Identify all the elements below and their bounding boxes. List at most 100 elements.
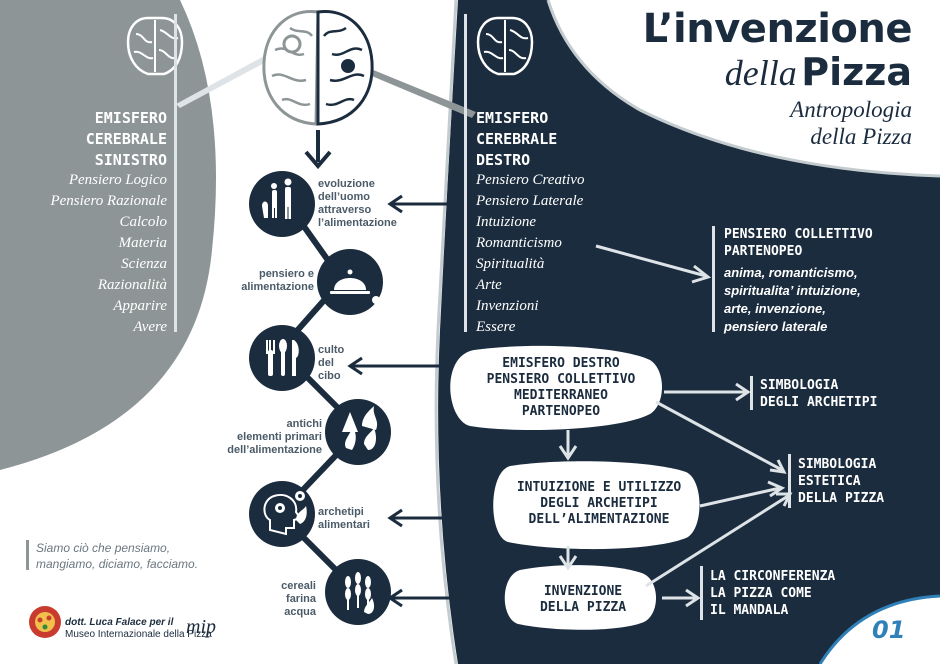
stage-label-line: acqua (284, 606, 316, 618)
list-item: Pensiero Logico (68, 172, 167, 188)
right-heading-line: CEREBRALE (476, 130, 558, 148)
collettivo-title-line: PARTENOPEO (724, 244, 803, 259)
subtitle-line1: Antropologia (790, 97, 912, 122)
stage-label-line: attraverso (318, 204, 372, 216)
stage-label-line: antichi (286, 418, 322, 430)
stage-circle-2 (317, 249, 383, 315)
collettivo-title: PENSIERO COLLETTIVO PARTENOPEO (724, 226, 924, 260)
bubble-line: INVENZIONE (543, 584, 623, 599)
collettivo-title-line: PENSIERO COLLETTIVO (724, 227, 873, 242)
stage-label-2: pensiero e alimentazione (214, 268, 314, 294)
title-line1: L’invenzione (642, 6, 913, 52)
bubble-line: DEGLI ARCHETIPI (540, 496, 658, 511)
stage-label-line: dell’uomo (318, 191, 370, 203)
stage-label-line: alimentari (318, 519, 370, 531)
stage-label-5: archetipi alimentari (318, 506, 398, 532)
stage-label-1: evoluzione dell’uomo attraverso l’alimen… (318, 178, 418, 230)
stage-label-line: elementi primari (237, 431, 322, 443)
list-item: Avere (133, 319, 167, 335)
credit-museum: Museo Internazionale della Pizza (65, 629, 212, 640)
bubble-3-text: INVENZIONE DELLA PIZZA (508, 584, 658, 616)
title-line2-bold: Pizza (801, 50, 912, 94)
concept-circonferenza: LA CIRCONFERENZA LA PIZZA COME IL MANDAL… (710, 568, 835, 619)
concept-simbologia-archetipi: SIMBOLOGIA DEGLI ARCHETIPI (760, 377, 877, 411)
down-arrow-icon (304, 130, 332, 170)
title-line2: della Pizza (725, 50, 912, 94)
left-hemisphere-list: Pensiero Logico Pensiero Razionale Calco… (0, 170, 167, 338)
concept-line: ESTETICA (798, 474, 861, 489)
page-number-cap (820, 596, 940, 664)
concept-line: LA PIZZA COME (710, 586, 812, 601)
list-item: Scienza (121, 256, 167, 272)
concept-line: LA CIRCONFERENZA (710, 569, 836, 584)
bubble-2-text: INTUIZIONE E UTILIZZO DEGLI ARCHETIPI DE… (494, 480, 704, 528)
stage-circle-5 (249, 481, 315, 547)
subtitle-line2: della Pizza (810, 124, 912, 149)
right-hemisphere-list: Pensiero Creativo Pensiero Laterale Intu… (476, 170, 646, 338)
concept-line: DEGLI ARCHETIPI (760, 395, 878, 410)
bubble-line: EMISFERO DESTRO (502, 356, 620, 371)
concept-line: DELLA PIZZA (798, 491, 885, 506)
quote: Siamo ciò che pensiamo, mangiamo, diciam… (36, 540, 246, 572)
credit: dott. Luca Falace per il Museo Internazi… (65, 617, 212, 641)
collettivo-text-line: spiritualita’ intuizione, (724, 283, 861, 298)
right-heading-line: DESTRO (476, 151, 531, 169)
list-item: Pensiero Razionale (50, 193, 167, 209)
collettivo-text: anima, romanticismo, spiritualita’ intui… (724, 264, 924, 336)
concept-simbologia-estetica: SIMBOLOGIA ESTETICA DELLA PIZZA (798, 456, 884, 507)
wheat-icon (345, 572, 375, 614)
stage-circle-3 (249, 325, 315, 391)
right-hemisphere-heading: EMISFERO CEREBRALE DESTRO (476, 108, 646, 171)
collettivo-text-line: arte, invenzione, (724, 301, 826, 316)
title-cap (548, 0, 940, 176)
stage-label-line: evoluzione (318, 178, 375, 190)
collettivo-text-line: anima, romanticismo, (724, 265, 858, 280)
stage-label-line: farina (286, 593, 316, 605)
association-logo (29, 606, 61, 638)
concept-line: SIMBOLOGIA (760, 378, 839, 393)
human-evolution-icon (262, 178, 292, 219)
credit-author: dott. Luca Falace per il (65, 617, 174, 628)
quote-line: mangiamo, diciamo, facciamo. (36, 557, 199, 571)
concept-line: SIMBOLOGIA (798, 457, 877, 472)
stage-label-line: cibo (318, 370, 341, 382)
bubble-line: PARTENOPEO (521, 404, 601, 419)
bubble-line: INTUIZIONE E UTILIZZO (516, 480, 682, 495)
list-item: Romanticismo (476, 235, 562, 251)
stage-label-line: l’alimentazione (318, 217, 397, 229)
list-item: Pensiero Laterale (476, 193, 584, 209)
stage-label-4: antichi elementi primari dell’alimentazi… (212, 418, 322, 457)
bubble-line: DELLA PIZZA (539, 600, 627, 615)
stage-label-line: archetipi (318, 506, 364, 518)
left-heading-line: SINISTRO (94, 151, 167, 169)
stage-circle-4 (325, 399, 391, 465)
stage-label-line: cereali (281, 580, 316, 592)
list-item: Pensiero Creativo (476, 172, 585, 188)
left-heading-line: EMISFERO (94, 109, 167, 127)
bubble-line: PENSIERO COLLETTIVO (486, 372, 636, 387)
stage-label-line: del (318, 357, 334, 369)
grey-panel (0, 0, 216, 470)
stage-label-line: culto (318, 344, 345, 356)
stage-label-line: dell’alimentazione (227, 444, 322, 456)
collettivo-text-line: pensiero laterale (724, 319, 828, 334)
title-line2-italic: della (724, 53, 797, 93)
list-item: Razionalità (97, 277, 167, 293)
left-brain-icon (126, 16, 184, 76)
arrows-left (347, 194, 510, 608)
stage-label-line: alimentazione (241, 281, 314, 293)
bubble-2 (493, 461, 700, 550)
stage-label-3: culto del cibo (318, 344, 378, 383)
left-heading-line: CEREBRALE (85, 130, 167, 148)
bubble-1 (450, 345, 662, 430)
right-heading-line: EMISFERO (476, 109, 549, 127)
bubble-1-text: EMISFERO DESTRO PENSIERO COLLETTIVO MEDI… (456, 356, 666, 420)
list-item: Spiritualità (476, 256, 545, 272)
right-brain-icon (476, 16, 534, 76)
cloche-icon (330, 269, 370, 294)
head-gears-icon (263, 491, 307, 536)
bubble-line: DELL’ALIMENTAZIONE (528, 512, 670, 527)
list-item: Materia (118, 235, 167, 251)
cutlery-icon (266, 339, 299, 376)
